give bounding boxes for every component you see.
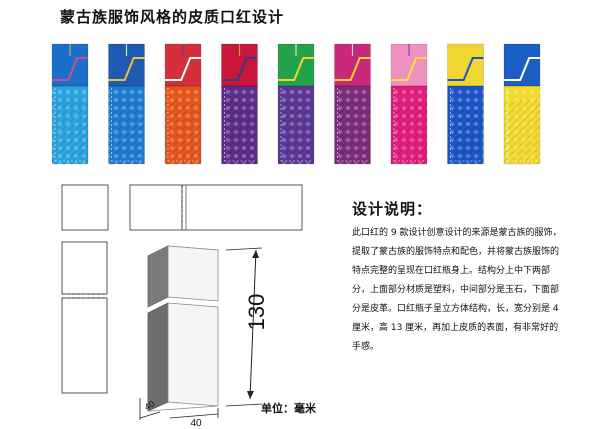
description-heading: 设计说明：: [352, 200, 433, 218]
description-body: 此口红的 9 款设计创意设计的来源是蒙古族的服饰，提取了蒙古族的服饰特点和配色，…: [352, 228, 562, 352]
lipstick-magenta-seal: [334, 43, 371, 165]
unit-note: 单位：毫米: [261, 402, 316, 415]
width-dimension-label: 40: [190, 418, 202, 429]
lipstick-lineup: [51, 43, 541, 165]
front-view-cap: [61, 241, 108, 295]
lipstick-purple-red: [221, 43, 258, 165]
height-dimension-label: 130: [244, 294, 269, 331]
lipstick-blue-yellow: [447, 43, 484, 165]
top-view-square: [61, 184, 109, 231]
lipstick-pink-yellow: [390, 43, 428, 165]
cube-body-left: [147, 302, 169, 412]
cube-cap-left: [147, 245, 169, 308]
front-view-body: [61, 297, 108, 394]
side-view-long-rect: [181, 184, 303, 231]
cube-body-front: [167, 302, 219, 407]
lipstick-cloud-yellow: [503, 43, 541, 165]
lipstick-green-purple: [277, 43, 315, 165]
lipstick-blue-wave: [51, 43, 89, 165]
lipstick-navy-gold: [108, 43, 145, 165]
cube-cap-front: [167, 245, 219, 302]
depth-dimension-label: 40: [143, 399, 157, 413]
side-view-top-square: [129, 184, 183, 231]
lipstick-red-orange: [164, 43, 202, 165]
page-title: 蒙古族服饰风格的皮质口红设计: [60, 8, 285, 26]
